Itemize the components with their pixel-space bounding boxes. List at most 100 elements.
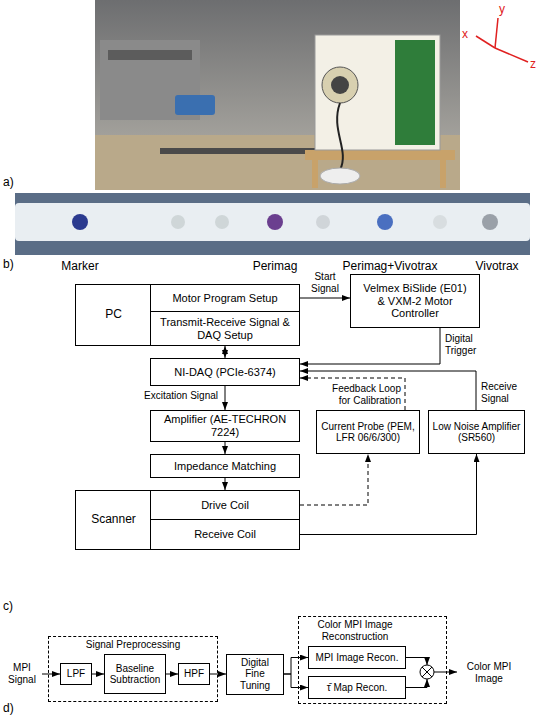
- box-label: Amplifier (AE-TECHRON 7224): [154, 413, 296, 438]
- bore-opening: [331, 76, 349, 94]
- controller-box: Velmex BiSlide (E01) & VXM-2 Motor Contr…: [350, 274, 480, 328]
- panel-letter: c): [3, 600, 23, 614]
- product-wire: [406, 658, 427, 666]
- axes-icon: [476, 18, 528, 62]
- signal-label: MPI Signal: [4, 662, 40, 685]
- signal-arrow: [300, 371, 476, 410]
- edge-label: Excitation Signal: [100, 390, 218, 402]
- stand-leg: [440, 160, 446, 188]
- box-label: HPF: [184, 668, 204, 680]
- sample-label: Vivotrax: [452, 260, 542, 274]
- daq-device: [175, 95, 215, 115]
- scanner-housing: [315, 35, 440, 150]
- daq-box: NI-DAQ (PCIe-6374): [150, 358, 300, 386]
- matching-box: Impedance Matching: [150, 454, 300, 478]
- stand-leg: [312, 160, 318, 188]
- box-label: Baseline Subtraction: [108, 663, 162, 686]
- group-heading: PC: [76, 308, 151, 322]
- group-heading: Scanner: [76, 513, 151, 527]
- box-label: Velmex BiSlide (E01) & VXM-2 Motor Contr…: [363, 282, 467, 320]
- signal-arrow: [225, 442, 226, 454]
- axis-label: z: [530, 58, 542, 72]
- panel-letter: d): [3, 702, 23, 716]
- box-label: MPI Image Recon.: [316, 652, 399, 664]
- process-box: Digital Fine Tuning: [226, 654, 284, 695]
- signal-arrow: [300, 454, 477, 535]
- empty-well: [433, 215, 447, 229]
- sample-dot: [482, 214, 498, 230]
- panel-letter: b): [3, 258, 23, 272]
- group-box: Signal PreprocessingLPF Baseline Subtract…: [48, 636, 218, 702]
- cup: [320, 168, 360, 184]
- signal-arrow: [166, 674, 178, 675]
- coil-bore: [322, 67, 358, 103]
- setup-photo: [95, 0, 460, 190]
- cable: [337, 103, 343, 170]
- signal-arrow: [225, 386, 226, 410]
- box-label: Current Probe (PEM, LFR 06/6/300): [320, 421, 416, 444]
- box-label: Drive Coil: [201, 499, 249, 512]
- group-heading: Signal Preprocessing: [86, 639, 181, 651]
- edge-label: Feedback Loop for Calibration: [321, 383, 401, 406]
- filter-box: HPF: [178, 663, 210, 685]
- process-box: Baseline Subtraction: [104, 654, 166, 694]
- signal-arrow: [225, 346, 226, 358]
- probe-box: Current Probe (PEM, LFR 06/6/300): [316, 410, 420, 454]
- stage-rail: [108, 50, 192, 60]
- signal-arrow: [300, 378, 405, 410]
- signal-arrow: [300, 298, 350, 299]
- phantom-rod: [15, 203, 530, 241]
- sample-label: Perimag: [220, 260, 330, 274]
- axis-label: x: [462, 28, 474, 42]
- signal-label: Color MPI Image: [460, 661, 518, 684]
- wooden-stand: [305, 150, 455, 160]
- y-axis: [495, 18, 498, 48]
- photo-background: [95, 0, 460, 190]
- x-axis: [476, 36, 495, 48]
- multiply-symbol: [420, 665, 434, 679]
- edge-label: Start Signal: [302, 271, 348, 294]
- multiply-cross: [422, 667, 432, 677]
- product-wire: [406, 679, 427, 688]
- multiply-cross: [422, 667, 432, 677]
- output-arrow: [434, 672, 457, 673]
- group-heading: Color MPI Image Reconstruction: [299, 619, 411, 642]
- input-arrow: [42, 674, 60, 675]
- signal-arrow: [300, 454, 368, 505]
- amplifier-box: Low Noise Amplifier (SR560): [428, 410, 525, 454]
- filter-box: LPF: [60, 663, 92, 685]
- signal-arrow: [225, 478, 226, 490]
- signal-arrow: [284, 658, 308, 675]
- process-box: Motor Program Setup: [150, 284, 300, 312]
- marker-dot: [72, 214, 88, 230]
- z-axis: [495, 48, 528, 62]
- axis-label: y: [499, 3, 511, 17]
- amplifier-box: Amplifier (AE-TECHRON 7224): [150, 410, 300, 442]
- panel-letter: a): [3, 176, 23, 190]
- process-box: MPI Image Recon.: [308, 646, 406, 669]
- group-box: Color MPI Image ReconstructionMPI Image …: [298, 616, 447, 704]
- edge-label: Digital Trigger: [445, 333, 497, 356]
- box-label: Receive Coil: [194, 528, 256, 541]
- box-label: Transmit-Receive Signal & DAQ Setup: [154, 316, 296, 341]
- empty-well: [171, 215, 185, 229]
- box-label: τ̄ Map Recon.: [327, 682, 388, 694]
- signal-arrow: [300, 328, 440, 364]
- sample-label: Marker: [25, 260, 135, 274]
- computer-box: PC Motor Program SetupTransmit-Receive Si…: [75, 284, 300, 346]
- signal-arrow: [210, 674, 226, 675]
- circuit-board: [395, 40, 435, 145]
- process-box: τ̄ Map Recon.: [308, 676, 406, 699]
- sample-dot: [267, 214, 283, 230]
- box-label: LPF: [67, 668, 85, 680]
- box-label: Digital Fine Tuning: [230, 657, 280, 692]
- coil-box: Receive Coil: [150, 519, 300, 550]
- sample-label: Perimag+Vivotrax: [330, 260, 450, 274]
- photo-background: [15, 193, 530, 255]
- box-label: Motor Program Setup: [172, 292, 277, 305]
- sample-dot: [377, 214, 393, 230]
- box-label: Low Noise Amplifier (SR560): [432, 421, 521, 444]
- signal-arrow: [284, 674, 308, 688]
- box-label: NI-DAQ (PCIe-6374): [174, 366, 275, 379]
